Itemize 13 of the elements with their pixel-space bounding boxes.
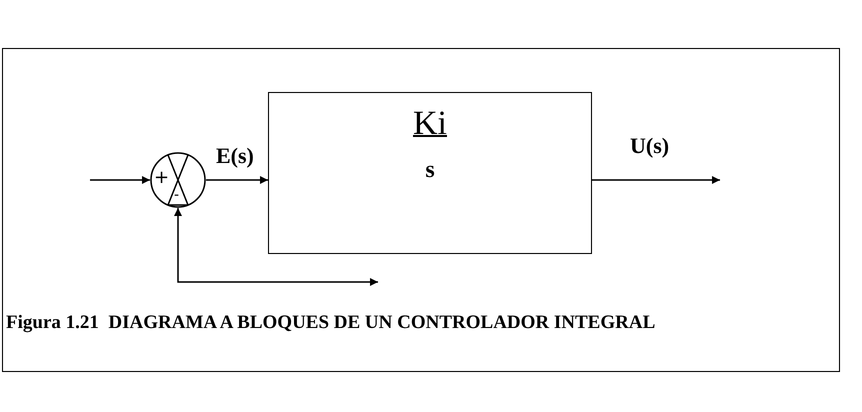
arrow: [174, 208, 378, 286]
numerator: Ki: [413, 105, 447, 143]
arrow: [592, 176, 720, 184]
arrow: [206, 176, 268, 184]
figure-caption: Figura 1.21 DIAGRAMA A BLOQUES DE UN CONTROLADOR INTEGRAL: [6, 312, 656, 334]
denominator: s: [425, 157, 435, 184]
edge-label: E(s): [216, 143, 254, 169]
edge-label: U(s): [630, 133, 670, 159]
arrow: [90, 176, 150, 184]
summing-junction: [150, 152, 206, 208]
plus-sign: +: [154, 169, 170, 187]
minus-sign: -: [174, 188, 180, 202]
transfer-function-block: [268, 92, 592, 254]
